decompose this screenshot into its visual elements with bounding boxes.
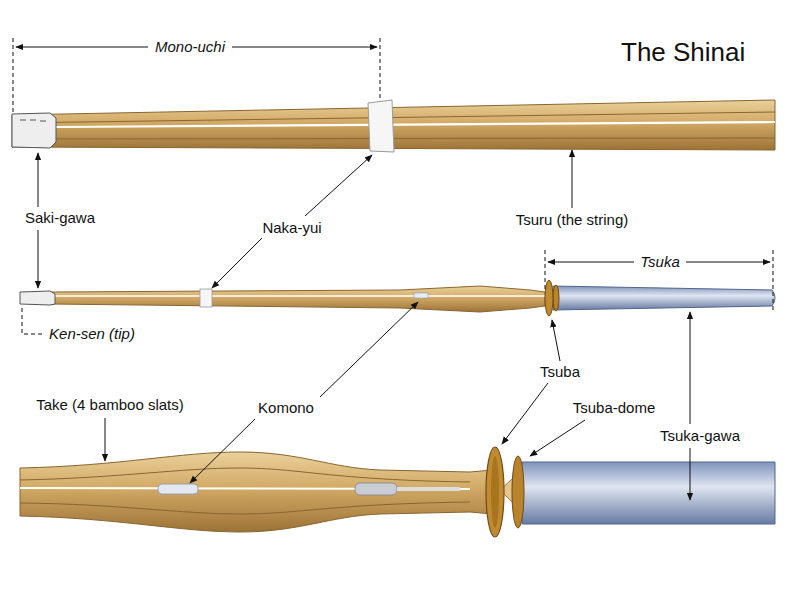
tsuru-string xyxy=(55,122,775,127)
cap-stitch xyxy=(20,120,46,121)
dimension-extension xyxy=(545,250,773,312)
diagram-title: The Shinai xyxy=(618,38,748,68)
leader-arrow xyxy=(552,320,560,361)
tsuru-string xyxy=(52,295,545,297)
tsuba-dome xyxy=(553,285,559,311)
leader-arrow xyxy=(38,230,39,288)
tsuru-string xyxy=(20,488,470,489)
bamboo-body xyxy=(50,286,545,312)
tsuka-grip xyxy=(553,286,775,310)
dimension-label: Tsuka xyxy=(637,253,682,270)
tsuba-guard xyxy=(486,447,504,537)
dimension-extension xyxy=(13,38,380,112)
dimension-arrow xyxy=(16,47,148,48)
tsuba-guard xyxy=(545,280,553,316)
part-label: Tsuru (the string) xyxy=(513,211,632,228)
part-label: Tsuka-gawa xyxy=(657,427,743,444)
saki-gawa-cap xyxy=(12,113,56,148)
part-label: Tsuba-dome xyxy=(570,399,659,416)
part-label: Ken-sen (tip) xyxy=(46,325,138,342)
leader-arrow xyxy=(690,448,691,500)
part-label: Take (4 bamboo slats) xyxy=(33,396,187,413)
dimension-label: Mono-uchi xyxy=(152,38,228,55)
shinai-bottom xyxy=(20,447,775,537)
tsuka-grip xyxy=(522,462,775,524)
komono-knot xyxy=(158,484,198,494)
tip-bracket xyxy=(22,308,44,334)
slat-line xyxy=(20,468,470,514)
saki-gawa-cap xyxy=(20,291,55,305)
leader-arrow xyxy=(38,153,39,207)
dimension-arrow xyxy=(686,262,770,263)
dimension-arrow xyxy=(232,47,377,48)
part-label: Saki-gawa xyxy=(22,209,98,226)
tsuba-rim xyxy=(491,456,499,528)
leader-lines xyxy=(13,38,773,500)
leader-arrow xyxy=(190,419,255,483)
tsuba-dome xyxy=(512,456,524,528)
tsuru-knot xyxy=(355,483,397,495)
leader-arrow xyxy=(305,155,372,216)
part-label: Tsuba xyxy=(537,363,583,380)
part-label: Naka-yui xyxy=(259,219,324,236)
leader-arrow xyxy=(572,150,573,208)
leader-arrow xyxy=(212,238,262,288)
part-label: Komono xyxy=(255,399,317,416)
bamboo-body xyxy=(20,452,492,532)
komono-knot xyxy=(414,293,428,298)
leader-arrow xyxy=(105,418,106,461)
leader-arrow xyxy=(690,312,691,424)
dimension-arrow xyxy=(548,262,634,263)
shinai-top xyxy=(12,100,775,152)
leader-arrow xyxy=(502,383,548,444)
naka-yui-band xyxy=(368,100,394,152)
leader-arrow xyxy=(320,302,418,397)
leader-arrow xyxy=(530,420,585,456)
shinai-middle xyxy=(20,280,775,316)
naka-yui-band xyxy=(200,289,212,307)
tsuru-wrap xyxy=(397,487,460,491)
